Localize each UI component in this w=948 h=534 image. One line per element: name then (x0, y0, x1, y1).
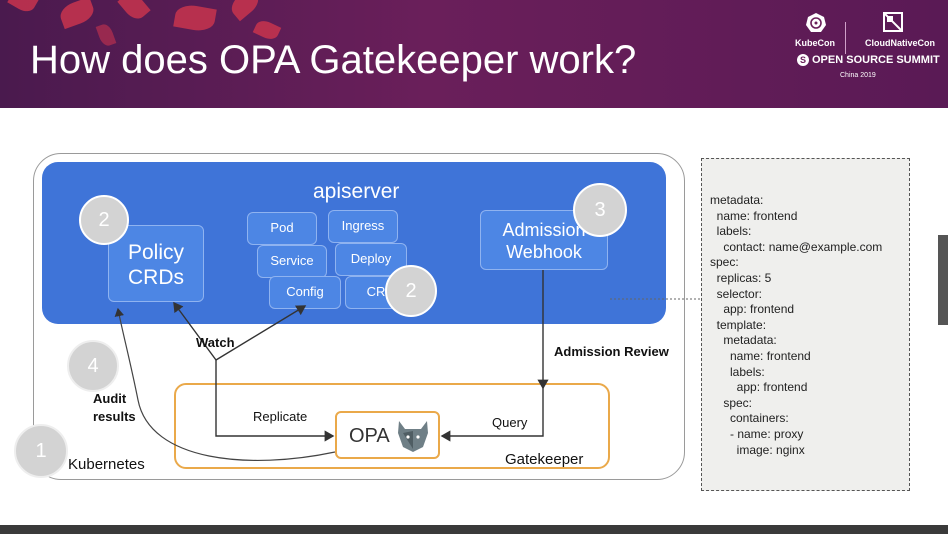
yaml-line: spec: (710, 395, 753, 410)
resource-config: Config (269, 276, 341, 309)
yaml-line: selector: (710, 286, 763, 301)
background-strip (938, 235, 948, 325)
summit-label: OPEN SOURCE SUMMIT (812, 54, 940, 66)
watch-arrow-policy (173, 301, 217, 361)
cncf-logo-icon (883, 12, 903, 32)
cloudnativecon-text: CloudNativeCon (865, 38, 936, 48)
yaml-line: template: (710, 317, 767, 332)
logo-divider (845, 22, 846, 54)
policy-label-line2: CRDs (128, 266, 184, 289)
yaml-line: contact: name@example.com (710, 239, 883, 254)
resource-service: Service (257, 245, 327, 278)
slide-header: How does OPA Gatekeeper work? KubeCon Cl… (0, 0, 948, 108)
yaml-line: metadata: (710, 193, 764, 207)
yaml-line: app: frontend (710, 302, 795, 317)
yaml-line: name: frontend (710, 348, 811, 363)
resource-deploy: Deploy (335, 243, 407, 276)
kubernetes-label: Kubernetes (68, 456, 145, 473)
yaml-line: spec: (710, 255, 739, 270)
replicate-label: Replicate (253, 409, 308, 424)
step-badge-4: 4 (67, 340, 119, 392)
audit-results-arrow (114, 307, 336, 462)
audit-label-line1: Audit (93, 391, 127, 406)
policy-crds-box: Policy CRDs (108, 225, 204, 302)
resource-ingress: Ingress (328, 210, 398, 243)
watch-label: Watch (196, 335, 235, 350)
opa-logo-icon (398, 421, 428, 452)
kubecon-text: KubeCon (795, 38, 835, 48)
gatekeeper-label: Gatekeeper (505, 451, 584, 468)
query-arrow (440, 388, 544, 442)
opa-box: OPA (335, 411, 440, 459)
yaml-line: metadata: (710, 333, 777, 348)
yaml-manifest-panel: metadata: name: frontend labels: contact… (701, 158, 910, 491)
yaml-line: image: nginx (710, 442, 805, 457)
admission-label-line2: Webhook (506, 242, 582, 262)
page-title: How does OPA Gatekeeper work? (30, 38, 637, 82)
summit-logo-icon: S (797, 54, 809, 67)
yaml-line: labels: (710, 224, 752, 239)
step-badge-2: 2 (79, 195, 129, 245)
admission-review-label: Admission Review (554, 344, 669, 359)
step-badge-3: 3 (573, 183, 627, 237)
resource-pod: Pod (247, 212, 317, 245)
policy-label-line1: Policy (127, 241, 185, 264)
step-badge-1: 1 (14, 424, 68, 478)
yaml-line: labels: (710, 364, 765, 379)
kubernetes-logo-icon (806, 13, 826, 32)
yaml-line: - name: proxy (710, 426, 804, 441)
audit-label-line2: results (93, 409, 136, 424)
yaml-line: containers: (710, 411, 789, 426)
query-label: Query (492, 415, 528, 430)
apiserver-label: apiserver (313, 180, 400, 203)
gatekeeper-boundary (174, 383, 610, 469)
watch-arrow-resources (215, 305, 307, 361)
yaml-line: replicas: 5 (710, 270, 772, 285)
admission-label-line1: Admission (502, 220, 586, 240)
event-text: China 2019 (840, 72, 876, 79)
yaml-line: app: frontend (710, 380, 808, 395)
yaml-line: name: frontend (710, 208, 798, 223)
step-badge-2: 2 (385, 265, 437, 317)
opa-label: OPA (349, 425, 390, 447)
replicate-arrow (215, 360, 335, 442)
